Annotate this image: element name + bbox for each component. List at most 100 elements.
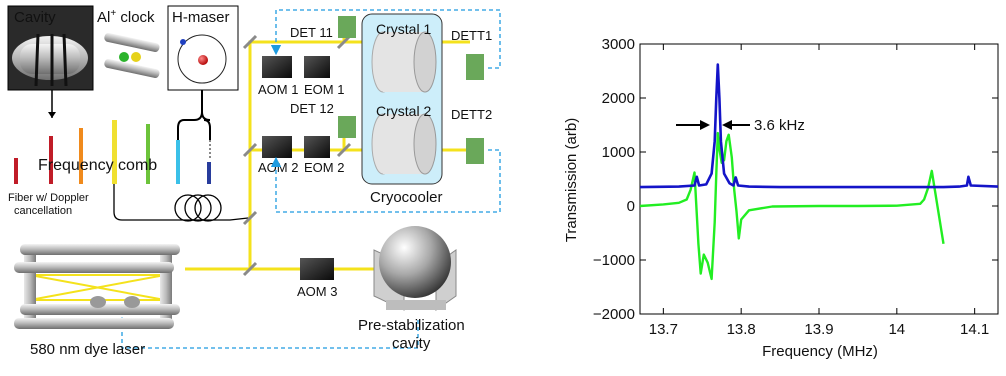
comb-tooth-4	[112, 120, 117, 184]
cavity-wires	[34, 33, 68, 87]
ion-yellow	[131, 52, 141, 62]
cavity-label: Cavity	[14, 9, 56, 26]
prestab-sphere	[379, 226, 451, 298]
dye-laser-label: 580 nm dye laser	[30, 341, 145, 358]
comb-tooth-3	[79, 128, 83, 184]
fiber-label-1: Fiber w/ Doppler	[8, 192, 89, 204]
spectrum-chart: −2000 −1000 0 1000 2000 3000 13.7 13.8 13.9 14 14…	[563, 36, 999, 360]
comb-tooth-7	[207, 162, 211, 184]
y-tick-label: 2000	[602, 90, 635, 107]
aom1-label: AOM 1	[258, 82, 298, 97]
fiber-coil-2	[184, 194, 212, 222]
mirrors	[242, 34, 352, 277]
fiber-coil-1	[174, 194, 202, 222]
svg-text:Al+ clock: Al+ clock	[97, 8, 155, 26]
al-clock-suffix: clock	[116, 9, 155, 26]
x-axis: 13.7 13.8 13.9 14 14.1	[649, 44, 989, 338]
al-clock-label: Al	[97, 9, 110, 26]
prestab-label-1: Pre-stabilization	[358, 317, 465, 334]
prestab-label-2: cavity	[392, 335, 431, 352]
det12-box	[338, 116, 356, 138]
linewidth-annotation: 3.6 kHz	[676, 117, 805, 134]
mirror-2	[242, 142, 258, 158]
cavity-panel: Cavity	[7, 5, 94, 91]
y-tick-label: 1000	[602, 144, 635, 161]
y-tick-label: 3000	[602, 36, 635, 53]
feedback-lines	[116, 9, 501, 349]
aom3-box	[300, 258, 334, 280]
reference-links	[48, 90, 211, 140]
y-tick-label: −2000	[593, 306, 635, 323]
x-axis-label: Frequency (MHz)	[762, 343, 878, 360]
dett1-box	[466, 54, 484, 80]
y-axis: −2000 −1000 0 1000 2000 3000	[593, 36, 998, 323]
det11-label: DET 11	[290, 25, 333, 40]
x-tick-label: 13.8	[727, 321, 756, 338]
cryocooler: Crystal 1 Crystal 2 Cryocooler	[361, 13, 443, 206]
ion-trap-rod-bottom	[104, 59, 160, 78]
x-tick-label: 14.1	[960, 321, 989, 338]
dett2-box	[466, 138, 484, 164]
modulators: AOM 1 EOM 1 AOM 2 EOM 2 AOM 3	[258, 56, 344, 299]
hmaser-nucleus	[198, 55, 208, 65]
x-tick-label: 14	[888, 321, 905, 338]
crystal1-label: Crystal 1	[376, 21, 431, 37]
comb-tooth-2	[49, 136, 53, 184]
frequency-comb: Frequency comb	[14, 120, 211, 184]
comb-tooth-5	[146, 124, 150, 184]
hmaser-orbit	[177, 34, 227, 84]
crystal2-label: Crystal 2	[376, 103, 431, 119]
eom1-label: EOM 1	[304, 82, 344, 97]
feedback-loop-2	[270, 149, 501, 213]
fiber-path	[113, 184, 249, 221]
aom2-box	[262, 136, 292, 158]
aom3-label: AOM 3	[297, 284, 337, 299]
cryocooler-label: Cryocooler	[370, 189, 443, 206]
mirror-1	[242, 34, 258, 50]
prestab-cavity: Pre-stabilization cavity	[358, 226, 465, 352]
hmaser-label: H-maser	[172, 9, 230, 26]
det11-box	[338, 16, 356, 38]
y-tick-label: −1000	[593, 252, 635, 269]
y-tick-label: 0	[627, 198, 635, 215]
hmaser-panel: H-maser	[167, 5, 239, 91]
y-axis-label: Transmission (arb)	[563, 118, 580, 242]
aom1-box	[262, 56, 292, 78]
fiber-link: Fiber w/ Doppler cancellation	[8, 184, 249, 222]
series-layer	[639, 63, 999, 281]
hmaser-brace	[177, 90, 211, 140]
series-line-green	[639, 131, 945, 281]
eom2-box	[304, 136, 330, 158]
al-clock-superscript: +	[110, 8, 116, 19]
eom2-label: EOM 2	[304, 160, 344, 175]
al-clock-panel: Al+ clock	[97, 8, 160, 78]
feedback-loop-1	[270, 9, 501, 69]
feedback-loop-3	[116, 316, 419, 349]
x-tick-label: 13.9	[804, 321, 833, 338]
frequency-comb-label: Frequency comb	[38, 157, 157, 174]
eom1-box	[304, 56, 330, 78]
hmaser-electron	[180, 39, 186, 45]
dye-laser-beams	[29, 274, 166, 301]
beamsplitter-2	[336, 142, 352, 158]
mirror-4	[242, 261, 258, 277]
cavity-spacer	[20, 44, 80, 74]
comb-tooth-6	[176, 140, 180, 184]
aom2-label: AOM 2	[258, 160, 298, 175]
dett2-label: DETT2	[451, 107, 492, 122]
dye-laser: 580 nm dye laser	[14, 244, 180, 358]
det12-label: DET 12	[290, 101, 334, 116]
fiber-label-2: cancellation	[14, 205, 72, 217]
annotation-label: 3.6 kHz	[754, 117, 805, 134]
series-line-blue	[639, 63, 999, 189]
dye-laser-rod-bottom	[14, 318, 174, 329]
mirror-3	[242, 210, 258, 226]
ion-trap-rod-top	[104, 33, 160, 52]
dye-laser-rod-top	[20, 244, 180, 255]
experiment-schematic: Cavity Al+ clock H-maser	[7, 5, 501, 358]
x-tick-label: 13.7	[649, 321, 678, 338]
fiber-coil-3	[194, 194, 222, 222]
ion-green	[119, 52, 129, 62]
dett1-label: DETT1	[451, 28, 492, 43]
